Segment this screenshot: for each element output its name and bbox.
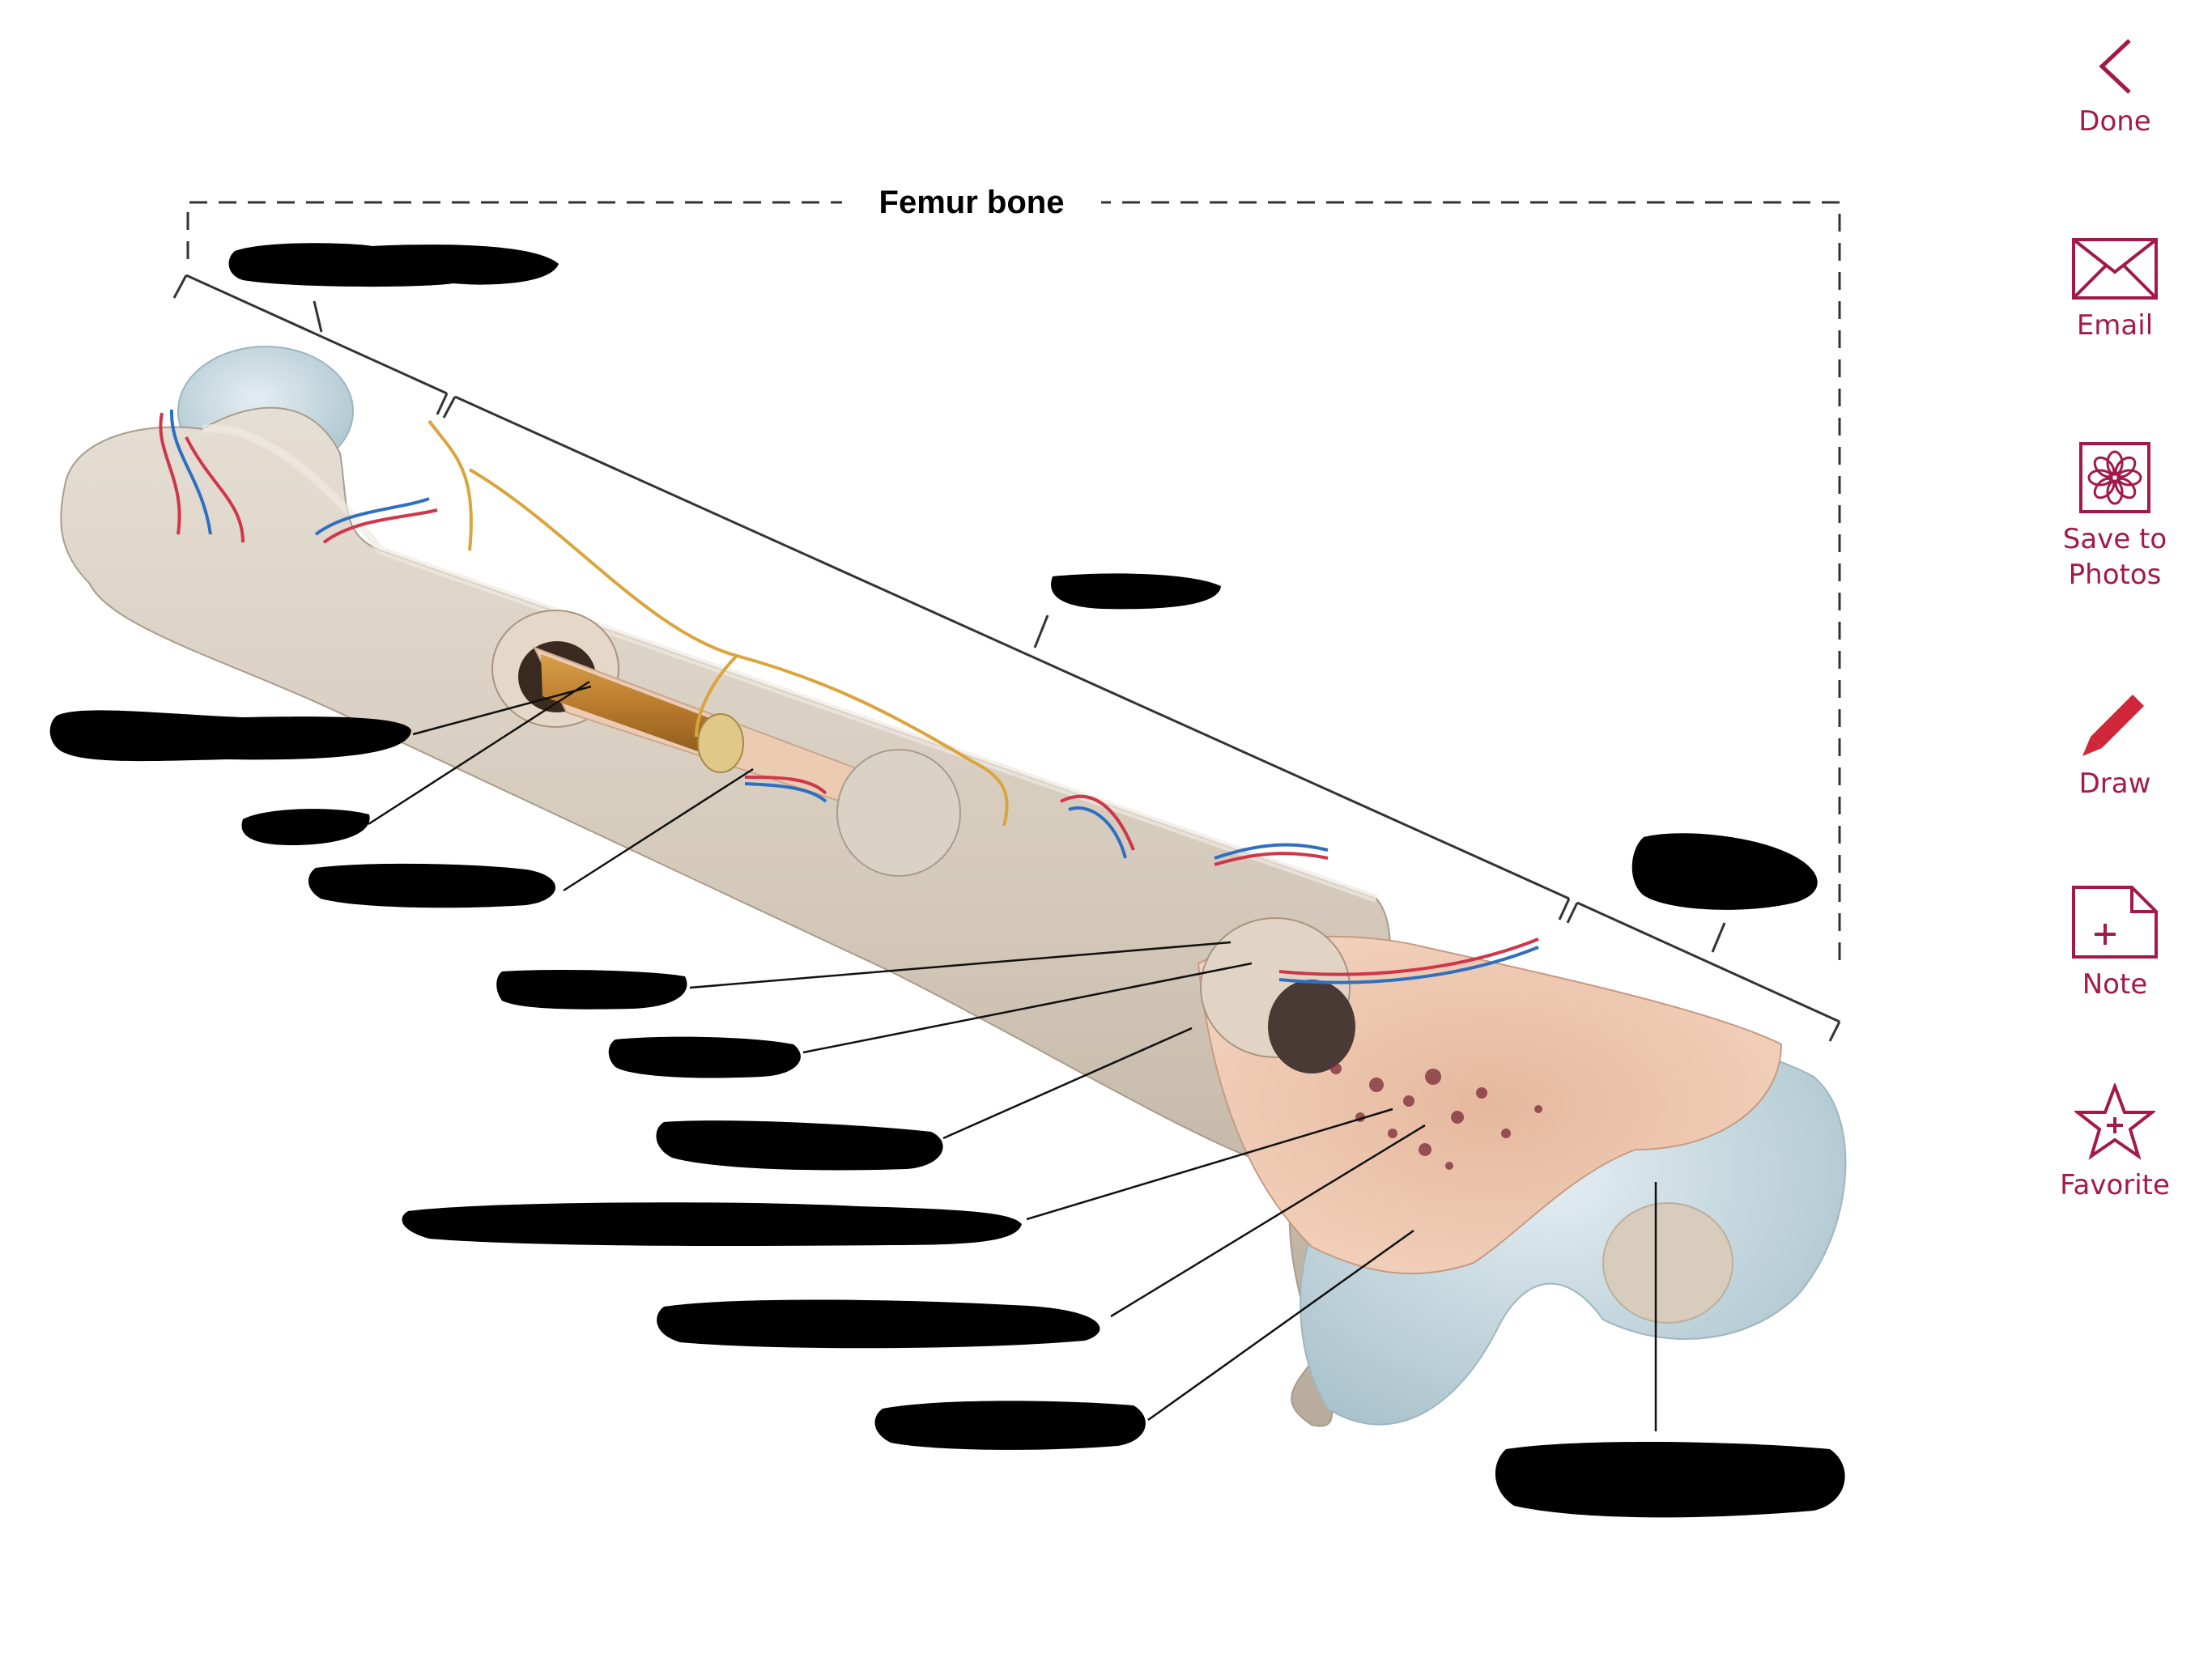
draw-label: Draw	[2078, 767, 2151, 800]
save-to-photos-button[interactable]: Save to Photos	[2018, 440, 2212, 593]
redacted-label-7	[608, 1036, 801, 1078]
diaphysis-cutaway	[491, 610, 961, 877]
email-button[interactable]: Email	[2018, 236, 2212, 343]
redacted-label-1	[228, 243, 559, 287]
save-to-photos-label: Save to Photos	[2062, 523, 2167, 591]
redacted-label-3	[49, 710, 411, 762]
femur-diagram: Femur bone	[49, 180, 1847, 1518]
redacted-label-6	[496, 970, 687, 1010]
diaphysis-bracket	[442, 395, 1571, 920]
done-label: Done	[2078, 105, 2151, 138]
favorite-button[interactable]: Favorite	[2018, 1083, 2212, 1203]
redacted-label-9	[402, 1202, 1023, 1247]
redacted-label-8	[656, 1120, 943, 1171]
star-add-icon	[2074, 1083, 2155, 1160]
condyle-notch	[1602, 1202, 1733, 1324]
pencil-icon	[2082, 695, 2144, 756]
diagram-title: Femur bone	[842, 180, 1101, 225]
blood-vessels	[159, 409, 1539, 984]
done-button[interactable]: Done	[2018, 36, 2212, 139]
redacted-label-13	[1495, 1441, 1845, 1518]
toolbar: Done Email Save to Photos	[2018, 0, 2212, 1658]
redacted-labels	[49, 243, 1845, 1518]
redacted-label-4	[241, 809, 370, 845]
note-add-icon	[2072, 886, 2158, 959]
redacted-label-10	[657, 1299, 1100, 1349]
leader-lines	[368, 680, 1657, 1431]
nerve	[428, 419, 1009, 827]
redacted-label-2	[1051, 573, 1221, 610]
proximal-epiphysis-bracket	[172, 274, 449, 415]
distal-epiphysis-bracket	[1566, 901, 1841, 1042]
redacted-label-11	[874, 1401, 1146, 1450]
favorite-label: Favorite	[2060, 1169, 2170, 1201]
red-marrow-spots	[1330, 1063, 1542, 1170]
envelope-icon	[2072, 238, 2158, 300]
flower-icon	[2079, 442, 2150, 513]
draw-button[interactable]: Draw	[2018, 678, 2212, 801]
email-label: Email	[2076, 309, 2154, 342]
note-label: Note	[2082, 968, 2148, 1001]
bone-body	[60, 406, 1392, 1427]
yellow-marrow	[541, 654, 729, 759]
region-brackets	[172, 274, 1841, 1042]
chevron-left-icon	[2099, 39, 2131, 94]
compact-bone-ring-2	[836, 749, 961, 877]
redacted-label-5	[308, 863, 556, 908]
redacted-label-12	[1631, 833, 1818, 910]
femur-illustration	[49, 201, 1847, 1518]
note-button[interactable]: Note	[2018, 884, 2212, 1002]
